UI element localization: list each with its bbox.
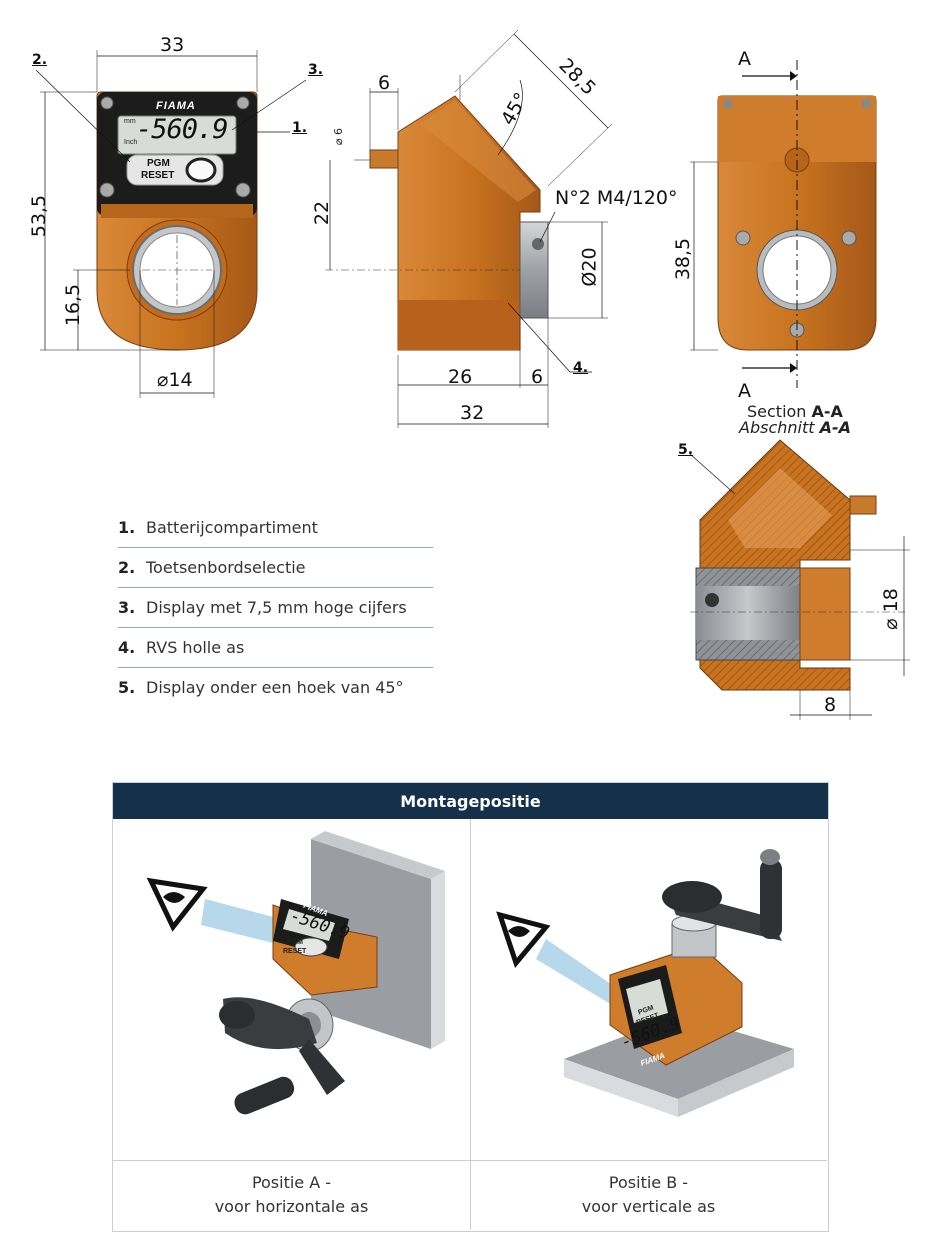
callout-5: 5.: [678, 442, 694, 458]
side-screw-label: N°2 M4/120°: [555, 187, 678, 209]
front-axis-height-dim: 16,5: [62, 283, 85, 327]
section-view: [689, 439, 910, 720]
position-a-caption-line2: voor horizontale as: [214, 1197, 369, 1216]
position-b-caption: Positie B - voor verticale as: [470, 1160, 827, 1230]
section-width-dim: 8: [824, 694, 837, 716]
position-b-illustration: [496, 849, 794, 1117]
section-letter-top: A: [738, 48, 751, 70]
legend-item-num: 5.: [118, 678, 136, 697]
position-b-caption-line2: voor verticale as: [581, 1197, 716, 1216]
back-view: [690, 60, 877, 388]
back-height-dim: 38,5: [672, 237, 695, 281]
section-title-de: Abschnitt A-A: [739, 418, 851, 437]
callout-3: 3.: [308, 62, 324, 78]
front-height-dim: 53,5: [28, 194, 51, 238]
legend-item-text: Toetsenbordselectie: [146, 558, 306, 577]
section-letter-bottom: A: [738, 380, 751, 402]
position-b-cell: -560.9 PGM RESET FIAMA Positie B - voor …: [470, 819, 827, 1230]
legend-list: 1. Batterijcompartiment 2. Toetsenbordsele…: [118, 508, 433, 707]
side-view: [325, 29, 613, 428]
position-a-caption: Positie A - voor horizontale as: [113, 1160, 470, 1230]
legend-item: 2. Toetsenbordselectie: [118, 548, 433, 588]
side-width-6-dim: 6: [531, 366, 544, 388]
legend-item: 1. Batterijcompartiment: [118, 508, 433, 548]
position-a-cell: FIAMA -560.9 PGM RESET Positie A - voor …: [113, 819, 471, 1230]
unit-mm-label: mm: [124, 118, 136, 125]
legend-item: 3. Display met 7,5 mm hoge cijfers: [118, 588, 433, 628]
legend-item-text: RVS holle as: [146, 638, 245, 657]
legend-item-text: Display onder een hoek van 45°: [146, 678, 404, 697]
reset-button-label: RESET: [141, 170, 175, 181]
legend-item-text: Display met 7,5 mm hoge cijfers: [146, 598, 407, 617]
technical-drawing: [35, 29, 910, 720]
legend-item: 4. RVS holle as: [118, 628, 433, 668]
front-width-dim: 33: [160, 34, 185, 56]
legend-item: 5. Display onder een hoek van 45°: [118, 668, 433, 707]
section-bore-dim: ⌀ 18: [879, 588, 902, 630]
position-a-caption-line1: Positie A -: [251, 1173, 332, 1192]
side-hub-dia-dim: Ø20: [578, 247, 601, 287]
callout-1: 1.: [292, 120, 308, 136]
legend-item-num: 3.: [118, 598, 136, 617]
mounting-table: Montagepositie FIAMA -560.9 PGM: [112, 782, 829, 1232]
brand-logo: FIAMA: [156, 100, 196, 112]
section-title-en-bold: A-A: [811, 402, 843, 421]
legend-item-num: 2.: [118, 558, 136, 577]
side-width-26-dim: 26: [448, 366, 473, 388]
callout-2: 2.: [32, 52, 48, 68]
side-height-dim: 22: [311, 200, 334, 226]
section-title-en-prefix: Section: [747, 402, 812, 421]
section-title-de-bold: A-A: [819, 418, 851, 437]
callout-4: 4.: [573, 360, 589, 376]
legend-item-num: 1.: [118, 518, 136, 537]
position-a-pgm: PGM: [287, 939, 303, 946]
mounting-title: Montagepositie: [113, 783, 828, 819]
side-shaft-length-dim: 6: [378, 72, 391, 94]
position-a-illustration: [146, 831, 445, 1115]
legend-item-text: Batterijcompartiment: [146, 518, 318, 537]
position-b-caption-line1: Positie B -: [608, 1173, 689, 1192]
section-title-de-prefix: Abschnitt: [739, 418, 820, 437]
pgm-button-label: PGM: [147, 158, 170, 169]
front-bore-dim: ⌀14: [157, 369, 193, 391]
lcd-display-value: -560.9: [136, 114, 229, 145]
legend-item-num: 4.: [118, 638, 136, 657]
side-width-32-dim: 32: [460, 402, 485, 424]
section-title-en: Section A-A: [747, 402, 843, 421]
side-shaft-dia-dim: ⌀ 6: [332, 127, 346, 146]
position-a-reset: RESET: [283, 948, 307, 955]
front-view: [35, 50, 307, 398]
unit-inch-label: Inch: [124, 139, 138, 146]
